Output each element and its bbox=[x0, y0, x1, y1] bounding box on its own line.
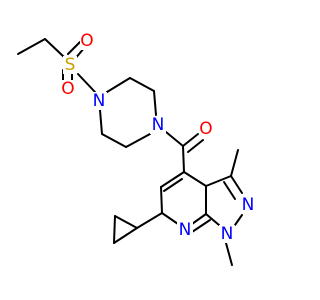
bond-n7-c7a-b bbox=[191, 219, 211, 233]
bond-layer bbox=[17, 38, 243, 266]
bond-pip-n1-c2 bbox=[106, 77, 131, 93]
bond-c3-n2-a bbox=[230, 175, 243, 194]
carbonyl-oxygen-label: O bbox=[199, 119, 212, 139]
sulfonyl-oxygen-bottom-atom: O bbox=[60, 79, 75, 99]
carbonyl-oxygen-atom: O bbox=[199, 119, 213, 139]
bond-ethyl-ch2-s bbox=[44, 38, 65, 58]
molecule-diagram: S O O N N O N bbox=[17, 31, 256, 266]
piperazine-n-right-label: N bbox=[152, 115, 165, 135]
piperazine-n-left-label: N bbox=[93, 91, 106, 111]
bond-carbonyl-o-a bbox=[182, 133, 199, 147]
bond-c3a-c4 bbox=[183, 171, 207, 187]
sulfur-label: S bbox=[65, 55, 76, 75]
sulfonyl-oxygen-bottom-label: O bbox=[61, 79, 74, 99]
structure-svg: S O O N N O N bbox=[17, 31, 256, 266]
bond-n1-methyl bbox=[225, 242, 233, 266]
bond-carbonyl-c4 bbox=[182, 145, 185, 173]
bond-n-carbonyl bbox=[165, 131, 184, 147]
bond-pip-c6-n1 bbox=[99, 109, 103, 135]
sulfur-atom: S bbox=[63, 55, 77, 75]
bond-pip-c3-n4 bbox=[153, 90, 157, 116]
pyrazole-n2-label: N bbox=[242, 195, 255, 215]
sulfonyl-oxygen-top-label: O bbox=[80, 31, 93, 51]
bond-c3a-c3 bbox=[205, 175, 232, 187]
bond-s-o-top-a bbox=[67, 41, 81, 55]
bond-n1-c7a bbox=[205, 213, 220, 226]
bond-c4-c5-inner bbox=[163, 178, 183, 192]
pyridine-n-atom: N bbox=[177, 220, 193, 240]
bond-cyclopropyl-a bbox=[114, 215, 138, 229]
bond-c3-n2-b bbox=[223, 181, 236, 200]
bond-carbonyl-o-b bbox=[187, 139, 204, 153]
bond-c3-methyl bbox=[230, 149, 239, 177]
bond-ethyl-ch3-ch2 bbox=[17, 38, 46, 55]
bond-s-n bbox=[77, 73, 96, 93]
piperazine-n-left-atom: N bbox=[91, 91, 107, 111]
bond-c5-c6 bbox=[160, 186, 163, 214]
bond-pip-c2-c3 bbox=[129, 77, 155, 92]
bond-cyclopropyl-c bbox=[113, 227, 138, 244]
pyrazole-n1-label: N bbox=[221, 224, 234, 244]
bond-pip-c5-c6 bbox=[101, 133, 127, 148]
pyrazole-n1-atom: N bbox=[219, 224, 235, 244]
bond-c6-cyclopropyl bbox=[136, 212, 163, 229]
pyrazole-n2-atom: N bbox=[240, 195, 256, 215]
bond-c6-n7 bbox=[161, 212, 179, 225]
bond-n2-n1 bbox=[234, 214, 243, 226]
bond-n7-c7a-a bbox=[191, 213, 207, 225]
atom-label-layer: S O O N N O N bbox=[60, 31, 256, 244]
bond-pip-n4-c5 bbox=[125, 133, 151, 148]
sulfonyl-oxygen-top-atom: O bbox=[80, 31, 94, 51]
bond-cyclopropyl-b bbox=[113, 215, 116, 244]
piperazine-n-right-atom: N bbox=[150, 115, 166, 135]
pyridine-n-label: N bbox=[179, 220, 192, 240]
bond-c4-c5 bbox=[160, 171, 185, 188]
